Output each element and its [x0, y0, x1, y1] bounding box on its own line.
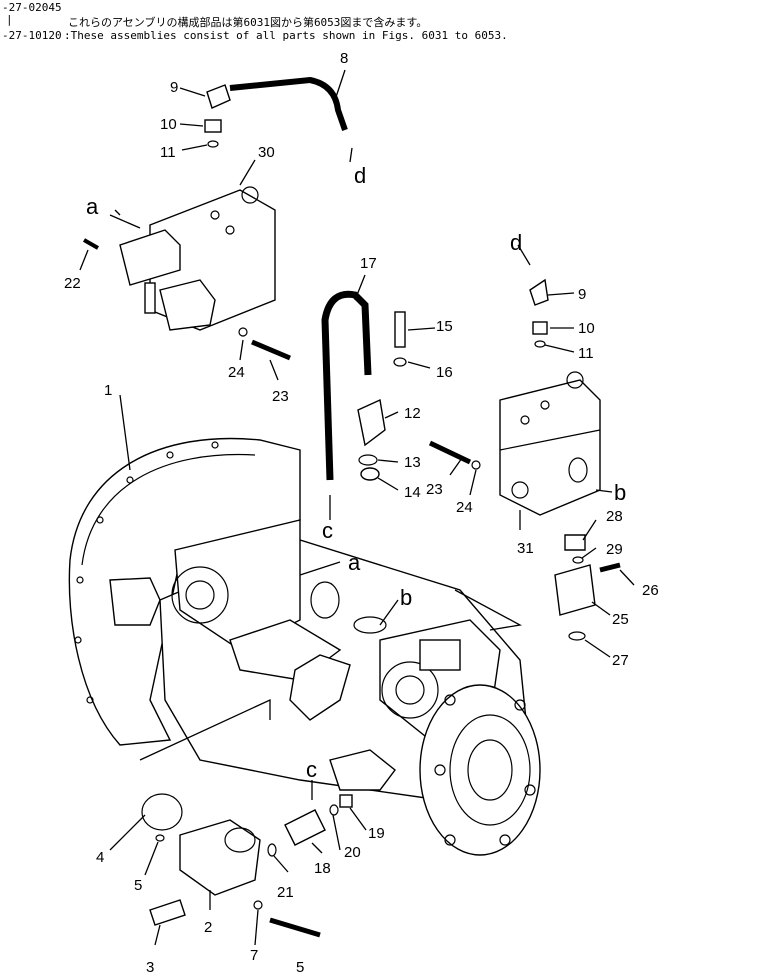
part-label-9b: 9 [578, 286, 586, 303]
part-label-11b: 11 [578, 345, 594, 362]
letter-c-hose: c [322, 518, 333, 543]
letter-d-hose: d [354, 163, 366, 188]
part-label-5b: 5 [296, 959, 304, 973]
control-valve-30 [119, 186, 276, 331]
part-label-7: 7 [250, 947, 258, 964]
part-label-26: 26 [642, 582, 659, 599]
part-label-3: 3 [146, 959, 154, 973]
letter-d-valve: d [510, 230, 522, 255]
part-label-16: 16 [436, 364, 453, 381]
part-label-28: 28 [606, 508, 623, 525]
serial-from: -27-02045 [2, 1, 62, 14]
part-label-10: 10 [160, 116, 177, 133]
part-label-23: 23 [272, 388, 289, 405]
part-label-20: 20 [344, 844, 361, 861]
control-valve-31 [499, 371, 601, 516]
letter-b-body: b [400, 585, 412, 610]
main-pump-body [159, 519, 541, 856]
part-label-22: 22 [64, 275, 81, 292]
part-label-30: 30 [258, 144, 275, 161]
letter-b-valve: b [614, 480, 626, 505]
part-label-21: 21 [277, 884, 294, 901]
serial-separator: | [6, 13, 13, 26]
part-label-1: 1 [104, 382, 112, 399]
small-parts [83, 84, 621, 938]
part-label-18: 18 [314, 860, 331, 877]
letter-a-body: a [348, 550, 361, 575]
part-label-8: 8 [340, 50, 348, 67]
part-label-11: 11 [160, 144, 176, 161]
part-label-19: 19 [368, 825, 385, 842]
part-label-29: 29 [606, 541, 623, 558]
hose-17 [321, 290, 372, 481]
part-label-24b: 24 [456, 499, 473, 516]
part-labels: 1 2 3 4 5 5 7 8 9 9 10 10 11 11 12 13 14… [64, 50, 659, 973]
part-label-25: 25 [612, 611, 629, 628]
part-label-10b: 10 [578, 320, 595, 337]
connection-letters: a a b b c c d d [86, 163, 626, 782]
letter-c-body: c [306, 757, 317, 782]
part-label-24: 24 [228, 364, 245, 381]
part-label-27: 27 [612, 652, 629, 669]
part-label-14: 14 [404, 484, 421, 501]
letter-a-valve: a [86, 194, 99, 219]
part-label-15: 15 [436, 318, 453, 335]
part-label-4: 4 [96, 849, 104, 866]
part-label-13: 13 [404, 454, 421, 471]
leader-lines [79, 69, 635, 946]
part-label-23b: 23 [426, 481, 443, 498]
serial-to: -27-10120 [2, 29, 62, 42]
part-label-9: 9 [170, 79, 178, 96]
part-label-12: 12 [404, 405, 421, 422]
part-label-5: 5 [134, 877, 142, 894]
note-english: :These assemblies consist of all parts s… [64, 29, 508, 42]
part-label-31: 31 [517, 540, 534, 557]
part-label-2: 2 [204, 919, 212, 936]
note-japanese: これらのアセンブリの構成部品は第6031図から第6053図まで含みます。 [68, 16, 428, 29]
part-label-17: 17 [360, 255, 377, 272]
hose-8 [229, 76, 348, 131]
